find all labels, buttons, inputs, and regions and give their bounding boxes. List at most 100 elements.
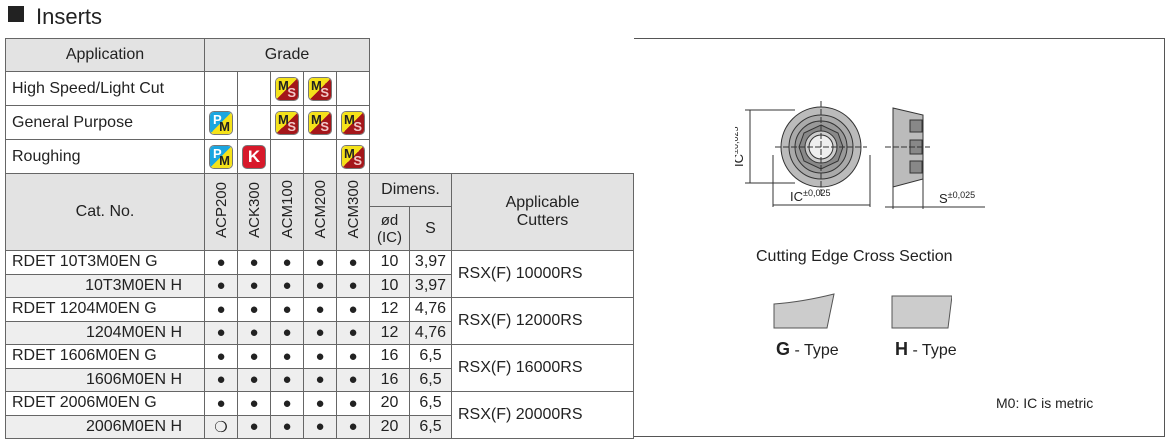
dimension-s: 4,76 <box>409 297 452 322</box>
insert-drawing: IC±0,025 IC±0,025 S±0,025 <box>730 95 995 220</box>
application-label: High Speed/Light Cut <box>5 71 205 106</box>
grade-column-header: ACM300 <box>336 173 370 251</box>
application-header: Application <box>5 38 205 72</box>
applicable-cutter: RSX(F) 12000RS <box>451 297 634 345</box>
grade-mark: ● <box>237 414 271 439</box>
dimension-s: 3,97 <box>409 273 452 298</box>
dimension-d: 12 <box>369 320 410 345</box>
grade-mark: ● <box>270 273 304 298</box>
grade-k-icon: K <box>243 145 265 168</box>
ic-vertical-label: IC±0,025 <box>735 127 746 167</box>
title-square-icon <box>8 6 24 22</box>
g-type-label: G - Type <box>776 339 839 359</box>
grade-mark: ● <box>336 250 370 275</box>
grade-mark: ● <box>270 344 304 369</box>
grade-header: Grade <box>204 38 370 72</box>
grade-mark: ● <box>336 391 370 416</box>
grade-mark: ● <box>270 414 304 439</box>
applicable-cutter: RSX(F) 16000RS <box>451 344 634 392</box>
grade-mark: ● <box>204 344 238 369</box>
cat-no: 2006M0EN H <box>5 414 205 439</box>
dimension-s: 4,76 <box>409 320 452 345</box>
dimension-d: 10 <box>369 250 410 275</box>
ic-horizontal-label: IC±0,025 <box>790 188 830 204</box>
cutters-header: Applicable Cutters <box>451 173 634 251</box>
grade-cell <box>336 71 370 106</box>
grade-mark: ● <box>237 344 271 369</box>
grade-cell <box>303 139 337 174</box>
grade-mark: ● <box>270 297 304 322</box>
cat-no-header: Cat. No. <box>5 173 205 251</box>
dimension-s: 6,5 <box>409 414 452 439</box>
cat-no: RDET 10T3M0EN G <box>5 250 205 275</box>
dimension-s: 6,5 <box>409 344 452 369</box>
grade-mark: ● <box>303 414 337 439</box>
grade-mark: ● <box>336 273 370 298</box>
grade-cell <box>270 139 304 174</box>
cat-no: 10T3M0EN H <box>5 273 205 298</box>
dimens-header: Dimens. <box>369 173 452 207</box>
grade-mark: ● <box>270 250 304 275</box>
grade-mark: ● <box>303 297 337 322</box>
grade-mark: ● <box>270 320 304 345</box>
grade-mark: ● <box>303 273 337 298</box>
s-label: S±0,025 <box>939 190 975 206</box>
grade-mark: ❍ <box>204 414 238 439</box>
dimension-d: 16 <box>369 344 410 369</box>
grade-mark: ● <box>303 320 337 345</box>
grade-mark: ● <box>237 320 271 345</box>
grade-cell <box>237 71 271 106</box>
grade-mark: ● <box>204 391 238 416</box>
grade-column-header: ACM200 <box>303 173 337 251</box>
grade-mark: ● <box>303 367 337 392</box>
dimension-d: 20 <box>369 391 410 416</box>
applicable-cutter: RSX(F) 20000RS <box>451 391 634 439</box>
applicable-cutter: RSX(F) 10000RS <box>451 250 634 298</box>
grade-mark: ● <box>237 273 271 298</box>
dimension-s: 6,5 <box>409 391 452 416</box>
dimension-d: 12 <box>369 297 410 322</box>
application-label: General Purpose <box>5 105 205 140</box>
grade-mark: ● <box>336 297 370 322</box>
grade-mark: ● <box>204 250 238 275</box>
grade-mark: ● <box>303 391 337 416</box>
cat-no: 1204M0EN H <box>5 320 205 345</box>
grade-mark: ● <box>336 344 370 369</box>
grade-mark: ● <box>237 250 271 275</box>
od-header: ød(IC) <box>369 206 410 251</box>
dimension-s: 6,5 <box>409 367 452 392</box>
cat-no: 1606M0EN H <box>5 367 205 392</box>
grade-mark: ● <box>204 273 238 298</box>
grade-mark: ● <box>204 367 238 392</box>
application-label: Roughing <box>5 139 205 174</box>
grade-mark: ● <box>204 297 238 322</box>
cat-no: RDET 1606M0EN G <box>5 344 205 369</box>
grade-mark: ● <box>336 320 370 345</box>
grade-mark: ● <box>303 344 337 369</box>
metric-note: M0: IC is metric <box>996 395 1094 411</box>
cross-section-shapes <box>773 293 952 329</box>
grade-cell: K <box>237 139 271 174</box>
grade-mark: ● <box>204 320 238 345</box>
cross-section-title: Cutting Edge Cross Section <box>756 248 953 265</box>
dimension-s: 3,97 <box>409 250 452 275</box>
h-type-label: H - Type <box>895 339 957 359</box>
grade-cell <box>237 105 271 140</box>
cat-no: RDET 2006M0EN G <box>5 391 205 416</box>
grade-mark: ● <box>237 367 271 392</box>
